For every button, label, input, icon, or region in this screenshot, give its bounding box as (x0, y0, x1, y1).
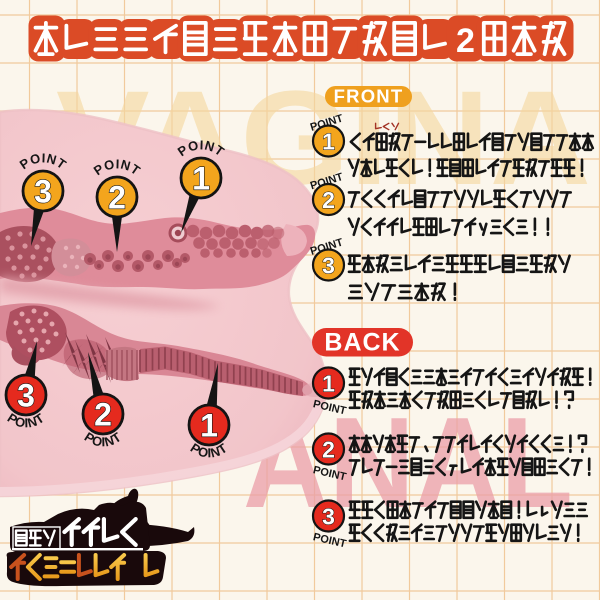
svg-text:BACK: BACK (324, 329, 400, 357)
svg-text:FRONT: FRONT (334, 86, 404, 107)
svg-text:3: 3 (34, 174, 52, 210)
svg-text:1: 1 (322, 370, 335, 396)
svg-text:POINT: POINT (17, 150, 70, 172)
svg-text:POINT: POINT (5, 410, 47, 431)
svg-text:1: 1 (192, 161, 210, 197)
svg-text:2: 2 (456, 22, 475, 60)
svg-text:3: 3 (322, 252, 335, 278)
svg-text:POINT: POINT (82, 429, 124, 450)
svg-text:1: 1 (322, 128, 335, 154)
svg-text:2: 2 (322, 436, 335, 462)
svg-text:3: 3 (322, 503, 335, 529)
svg-text:2: 2 (108, 180, 126, 216)
svg-text:POINT: POINT (91, 156, 144, 178)
svg-text:2: 2 (322, 187, 335, 213)
svg-text:POINT: POINT (188, 440, 230, 461)
svg-text:POINT: POINT (175, 137, 228, 159)
svg-text:2: 2 (94, 397, 112, 433)
svg-text:1: 1 (200, 408, 218, 444)
svg-text:3: 3 (17, 378, 35, 414)
